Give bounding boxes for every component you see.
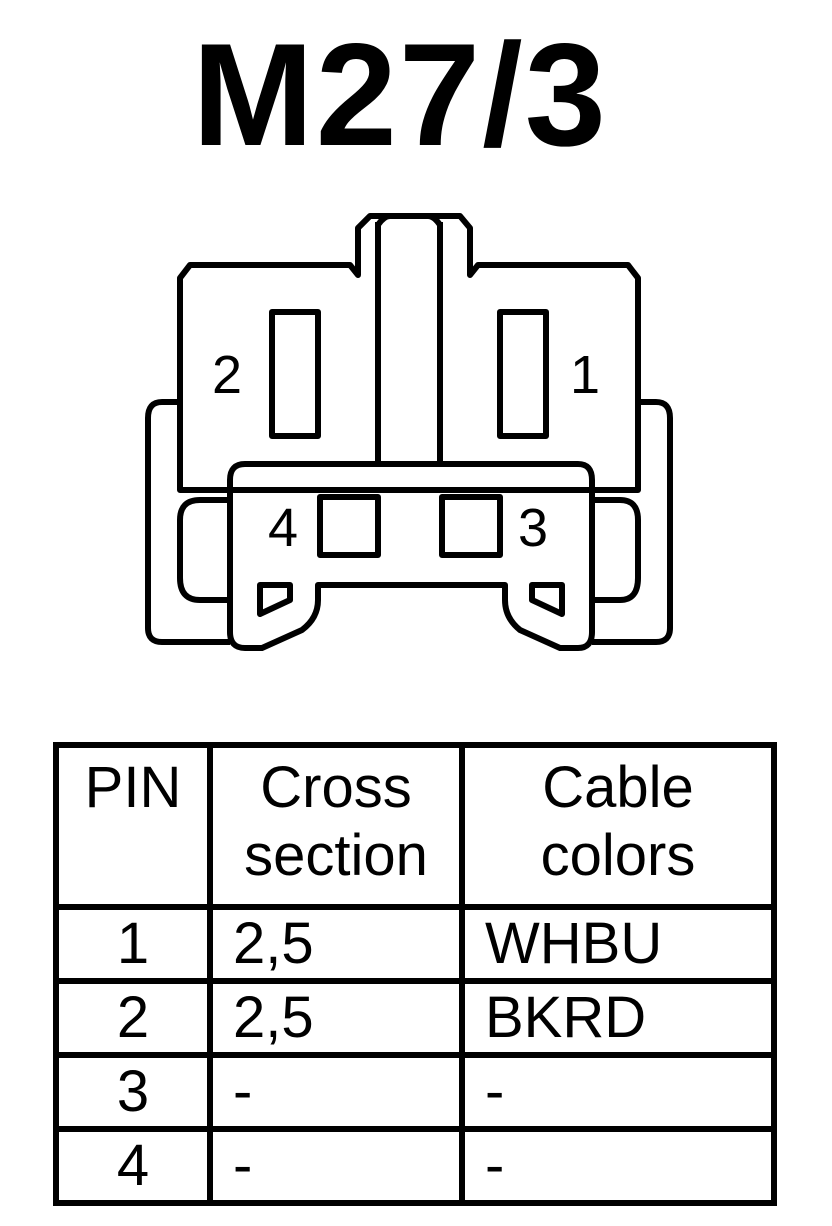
cell-cross-section: - — [207, 1052, 465, 1132]
header-pin-text: PIN — [84, 755, 182, 820]
cell-cable-color: BKRD — [459, 978, 777, 1058]
connector-diagram: 2 1 4 3 — [145, 213, 673, 651]
header-cross-section-line1: Cross — [260, 755, 412, 820]
table-row: 4 - - — [53, 1126, 777, 1206]
cell-cross-section: 2,5 — [207, 978, 465, 1058]
connector-left-wing — [145, 399, 230, 645]
connector-title: M27/3 — [192, 13, 608, 176]
pin-table-header: PIN Cross section Cable colors — [53, 742, 777, 910]
connector-right-wing — [592, 399, 673, 645]
table-row: 2 2,5 BKRD — [53, 978, 777, 1058]
header-pin: PIN — [53, 742, 213, 910]
pin-cavity-2 — [269, 309, 321, 439]
header-cross-section-line2: section — [244, 823, 428, 888]
header-cable-colors: Cable colors — [459, 742, 777, 910]
pin-cavity-1 — [497, 309, 549, 439]
pin-label-4: 4 — [268, 498, 298, 558]
connector-lock-tab-left — [257, 582, 293, 617]
cell-cross-section: 2,5 — [207, 904, 465, 984]
pin-table: PIN Cross section Cable colors 1 2,5 WHB… — [53, 742, 777, 1206]
header-cable-colors-line1: Cable — [542, 755, 694, 820]
cell-cable-color: - — [459, 1052, 777, 1132]
connector-latch — [375, 222, 443, 462]
cell-cable-color: WHBU — [459, 904, 777, 984]
pin-label-1: 1 — [570, 345, 600, 405]
cell-pin: 1 — [53, 904, 213, 984]
connector-upper-housing — [177, 213, 641, 493]
cell-cable-color: - — [459, 1126, 777, 1206]
pin-label-3: 3 — [518, 498, 548, 558]
table-row: 1 2,5 WHBU — [53, 904, 777, 984]
cell-cross-section: - — [207, 1126, 465, 1206]
pin-label-2: 2 — [212, 345, 242, 405]
connector-lock-tab-right — [529, 582, 565, 617]
table-row: 3 - - — [53, 1052, 777, 1132]
header-cable-colors-line2: colors — [540, 823, 696, 888]
pin-cavity-4 — [317, 494, 381, 558]
connector-lower-housing — [227, 461, 595, 651]
cell-pin: 2 — [53, 978, 213, 1058]
pin-cavity-3 — [439, 494, 503, 558]
cell-pin: 3 — [53, 1052, 213, 1132]
header-cross-section: Cross section — [207, 742, 465, 910]
cell-pin: 4 — [53, 1126, 213, 1206]
